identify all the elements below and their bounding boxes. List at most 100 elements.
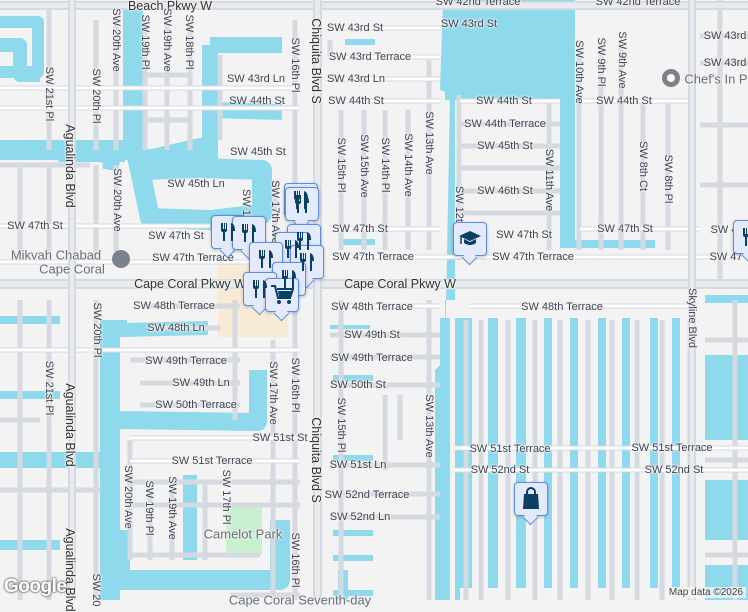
road-label: SW 46th St	[477, 185, 533, 197]
fork-knife-icon	[282, 270, 296, 288]
fork-knife-icon	[242, 224, 256, 242]
road-label: SW 14th Pl	[379, 137, 391, 193]
restaurant-pin[interactable]	[733, 220, 748, 254]
road-label: SW 20th Ave	[122, 465, 134, 529]
fork-knife-icon	[297, 232, 311, 250]
road-label: SW 47	[709, 251, 743, 263]
road-label: Agualinda Blvd	[63, 528, 77, 612]
road-label: Skyline Blvd	[686, 288, 698, 348]
road-label: SW 52nd Terrace	[324, 489, 410, 501]
road-label: Agualinda Blvd	[63, 124, 77, 208]
road-label: SW 51st Terrace	[469, 443, 551, 455]
road-label: SW 15th Pl	[335, 137, 347, 193]
restaurant-pin[interactable]	[249, 242, 283, 276]
road-label: SW 51st Terrace	[171, 455, 253, 467]
minor-road-fills	[0, 26, 748, 472]
shopping-pin[interactable]	[514, 482, 548, 516]
road-label: SW 44th St	[328, 95, 384, 107]
road-label: SW 43rd	[703, 57, 747, 69]
road-label: SW 44th St	[596, 95, 652, 107]
fork-knife-icon	[221, 223, 235, 241]
road-label: SW 20th Pl	[91, 302, 103, 358]
fork-knife-icon	[295, 195, 309, 213]
road-label: SW 47th St	[597, 223, 653, 235]
road-label: SW 49th Terrace	[145, 355, 227, 367]
place-label-chefs[interactable]: Chef's In P	[684, 71, 748, 87]
road-label: SW 17th Pl	[220, 469, 232, 525]
place-label-mikvah-line2[interactable]: Cape Coral	[39, 261, 105, 277]
road-label: SW 21st Pl	[43, 66, 55, 122]
road-label: SW 51st Ln	[329, 459, 387, 471]
shopping-bag-icon	[523, 487, 539, 509]
road-label: SW 14th Ave	[402, 133, 414, 197]
road-label: SW 16th Pl	[289, 357, 301, 413]
road-label: SW 43rd Ln	[326, 73, 386, 85]
road-label: SW 43rd	[703, 30, 747, 42]
road-label: SW 47th St	[496, 229, 552, 241]
road-label: SW 43rd Ln	[226, 73, 286, 85]
road-label: SW 20th Ave	[110, 8, 122, 72]
shopping-cart-icon	[271, 285, 294, 304]
road-label: SW 49th Ln	[172, 377, 230, 389]
road-label: SW 50th St	[330, 379, 386, 391]
road-label: Beach Pkwy W	[127, 0, 213, 13]
road-label: SW 45th St	[477, 140, 533, 152]
road-label: SW 42nd Terrace	[595, 0, 681, 8]
road-label: SW 52nd Ln	[329, 511, 391, 523]
road-label: SW 51st St	[252, 432, 308, 444]
road-label: SW 20	[90, 573, 102, 607]
road-label: SW 15th Pl	[335, 397, 347, 453]
road-label: Cape Coral Pkwy W	[344, 277, 456, 291]
place-pin-icon[interactable]	[662, 69, 680, 87]
road-label: SW 9th Ave	[616, 31, 628, 89]
road-label: SW 19th Ave	[166, 476, 178, 540]
road-label: SW 43rd St	[440, 18, 498, 30]
school-pin[interactable]	[453, 222, 487, 256]
road-label: SW 48th Terrace	[521, 301, 603, 313]
road-label: SW 44th St	[476, 95, 532, 107]
grocery-pin[interactable]	[265, 278, 299, 312]
map-attribution[interactable]: Map data ©2026	[665, 587, 746, 598]
road-label: SW 47th Terrace	[152, 252, 234, 264]
road-label: SW 4	[710, 224, 738, 236]
restaurant-pin[interactable]	[285, 187, 319, 221]
place-label-seventh-day[interactable]: Cape Coral Seventh-day	[228, 592, 372, 608]
road-label: SW 47th Terrace	[332, 251, 414, 263]
road-label: SW 20th Ave	[111, 168, 123, 232]
place-label-camelot-park[interactable]: Camelot Park	[203, 526, 283, 542]
road-label: SW 52nd St	[470, 464, 530, 476]
road-label: Cape Coral Pkwy W	[134, 277, 246, 291]
road-label: SW 17th Ave	[267, 361, 279, 425]
place-of-worship-icon[interactable]	[112, 250, 130, 268]
road-label: SW 49th Terrace	[331, 352, 413, 364]
google-logo: Google	[4, 576, 67, 597]
road-label: SW 52nd St	[644, 464, 704, 476]
road-label: SW 45th St	[230, 146, 286, 158]
road-label: SW 18th Pl	[183, 14, 195, 70]
road-label: SW 43rd Terrace	[328, 51, 412, 63]
water-bodies	[330, 0, 748, 600]
camelot-park-area	[226, 505, 262, 555]
fork-knife-icon	[743, 228, 748, 246]
road-label: SW 10th Ave	[573, 40, 585, 104]
road-label: SW 48th Terrace	[133, 300, 215, 312]
fork-knife-icon	[253, 280, 267, 298]
road-label: SW 42nd Terrace	[435, 0, 521, 8]
road-label: SW 47th St	[148, 230, 204, 242]
road-label: SW 16th Pl	[289, 532, 301, 588]
place-label-mikvah[interactable]: Mikvah Chabad	[10, 247, 102, 263]
road-label: SW 11th Ave	[543, 148, 555, 212]
road-label: SW 21st Pl	[43, 360, 55, 416]
road-label: SW 13th Ave	[423, 394, 435, 458]
fork-knife-icon	[259, 250, 273, 268]
road-label: SW 50th Terrace	[155, 399, 237, 411]
road-label: SW 19th Pl	[139, 14, 151, 70]
road-label: SW 48th Terrace	[331, 301, 413, 313]
road-label: SW 43rd St	[326, 22, 384, 34]
road-label: Chiquita Blvd S	[309, 417, 323, 503]
road-label: SW 51st Terrace	[631, 442, 713, 454]
road-label: SW 8th Pl	[662, 154, 674, 204]
road-label: SW 9th Pl	[595, 37, 607, 87]
road-label: SW 48th Ln	[147, 322, 205, 334]
